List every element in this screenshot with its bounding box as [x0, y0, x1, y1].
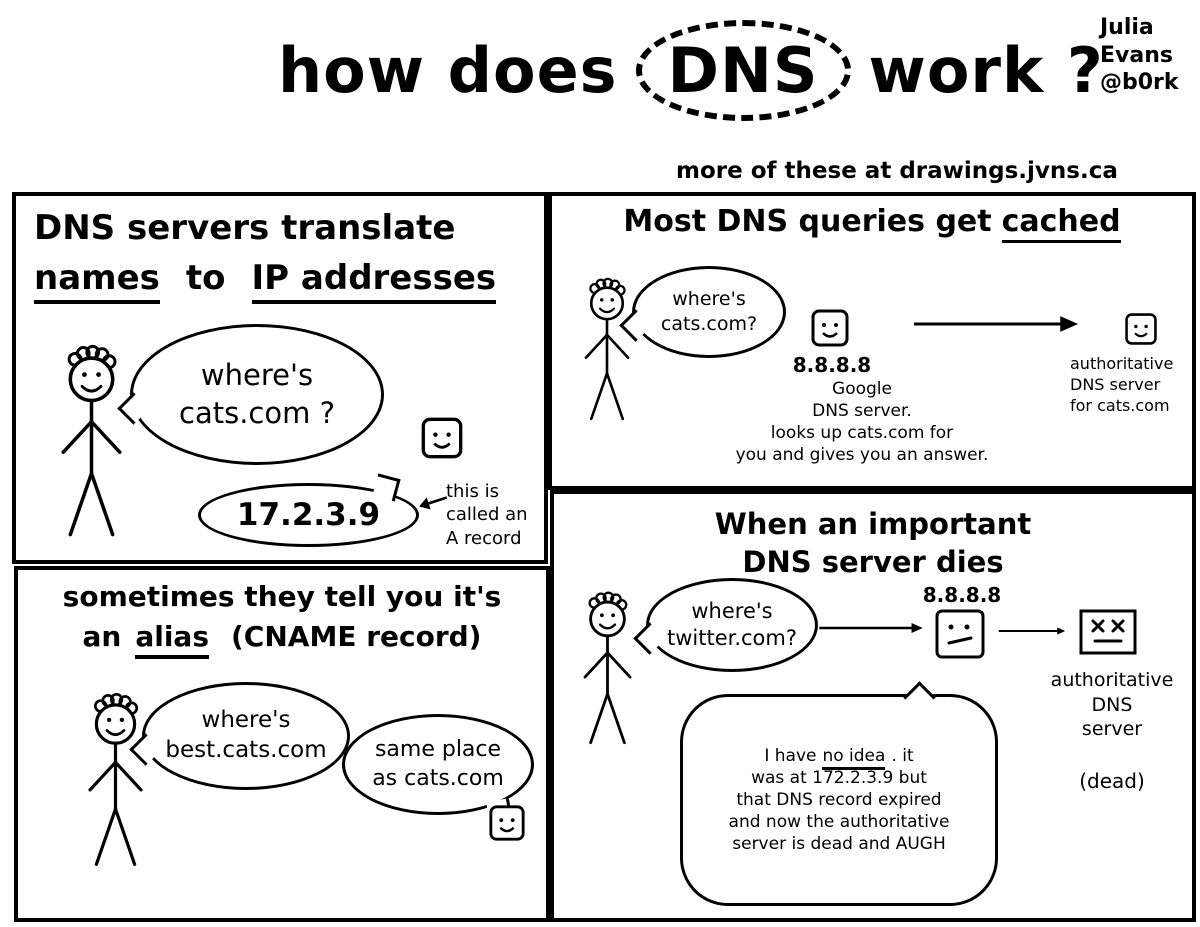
word-to: to — [185, 258, 226, 298]
title-post: work ? — [868, 34, 1104, 107]
panel-dies-heading: When an important DNS server dies — [714, 507, 1032, 579]
smiley-server-icon — [1125, 313, 1157, 345]
author-credit: Julia Evans @b0rk — [1100, 15, 1179, 95]
resolver-ip-label: 8.8.8.8 — [922, 583, 1002, 607]
speech-text: where's best.cats.com — [165, 707, 327, 763]
underlined-no-idea: no idea — [822, 745, 886, 770]
authoritative-description: authoritative DNS server — [1050, 669, 1174, 741]
speech-text: where's twitter.com? — [666, 598, 797, 650]
reply-bubble-same-place: same place as cats.com — [342, 714, 534, 825]
person-stick-figure — [584, 277, 630, 421]
a-record-value: 17.2.3.9 — [236, 496, 381, 533]
panel-cached: Most DNS queries get cached where's cats.… — [548, 192, 1196, 490]
dead-state-label: (dead) — [1079, 769, 1145, 793]
underlined-names: names — [34, 258, 160, 304]
title-pre: how does — [278, 34, 618, 107]
subtitle-text: more of these at drawings.jvns.ca — [676, 158, 1118, 184]
heading-pre: Most DNS queries get — [623, 204, 992, 239]
underlined-cached: cached — [1001, 204, 1121, 243]
arrow-right-icon — [913, 316, 1079, 332]
arrow-right-icon — [998, 627, 1066, 635]
word-an: an — [82, 620, 122, 653]
speech-bubble-wheres-best-cats: where's best.cats.com — [129, 682, 350, 790]
bubble-text-pre: I have — [764, 745, 817, 766]
speech-text: where's cats.com ? — [179, 357, 335, 430]
answer-bubble-a-record: 17.2.3.9 — [198, 473, 419, 547]
person-stick-figure — [583, 591, 632, 745]
arrow-left-icon — [419, 496, 448, 510]
confused-face-server-icon — [935, 609, 985, 659]
comic-title: how does DNS work ? — [278, 20, 1104, 121]
dead-server-icon — [1079, 609, 1137, 655]
resolver-description: Google DNS server. looks up cats.com for… — [735, 379, 989, 466]
panel-alias-heading-line1: sometimes they tell you it's — [62, 580, 502, 613]
speech-bubble-wheres-cats: where's cats.com? — [619, 266, 786, 358]
resolver-ip-label: 8.8.8.8 — [792, 353, 872, 377]
person-stick-figure — [88, 692, 143, 866]
smiley-server-icon — [489, 805, 525, 841]
panel-translate-heading-line1: DNS servers translate — [34, 208, 456, 248]
arrow-right-icon — [819, 623, 923, 633]
underlined-ip-addresses: IP addresses — [251, 258, 497, 304]
dns-circled-word: DNS — [635, 20, 851, 121]
panel-server-dies: When an important DNS server dies where'… — [550, 490, 1196, 922]
smiley-server-icon — [421, 417, 463, 459]
authoritative-description: authoritative DNS server for cats.com — [1070, 354, 1174, 415]
cname-record-text: (CNAME record) — [231, 620, 482, 653]
speech-text: where's cats.com? — [660, 288, 758, 335]
panel-cached-heading: Most DNS queries get cached — [552, 204, 1192, 243]
speech-bubble-wheres-cats: where's cats.com ? — [117, 324, 384, 465]
bubble-tail — [903, 681, 936, 714]
a-record-annotation: this is called an A record — [446, 481, 528, 549]
underlined-alias: alias — [135, 620, 209, 659]
reply-text: same place as cats.com — [372, 736, 504, 791]
smiley-server-icon — [811, 309, 849, 347]
person-stick-figure — [61, 344, 122, 537]
bubble-text-post: . it was at 172.2.3.9 but that DNS recor… — [728, 745, 950, 855]
speech-bubble-wheres-twitter: where's twitter.com? — [633, 578, 818, 672]
